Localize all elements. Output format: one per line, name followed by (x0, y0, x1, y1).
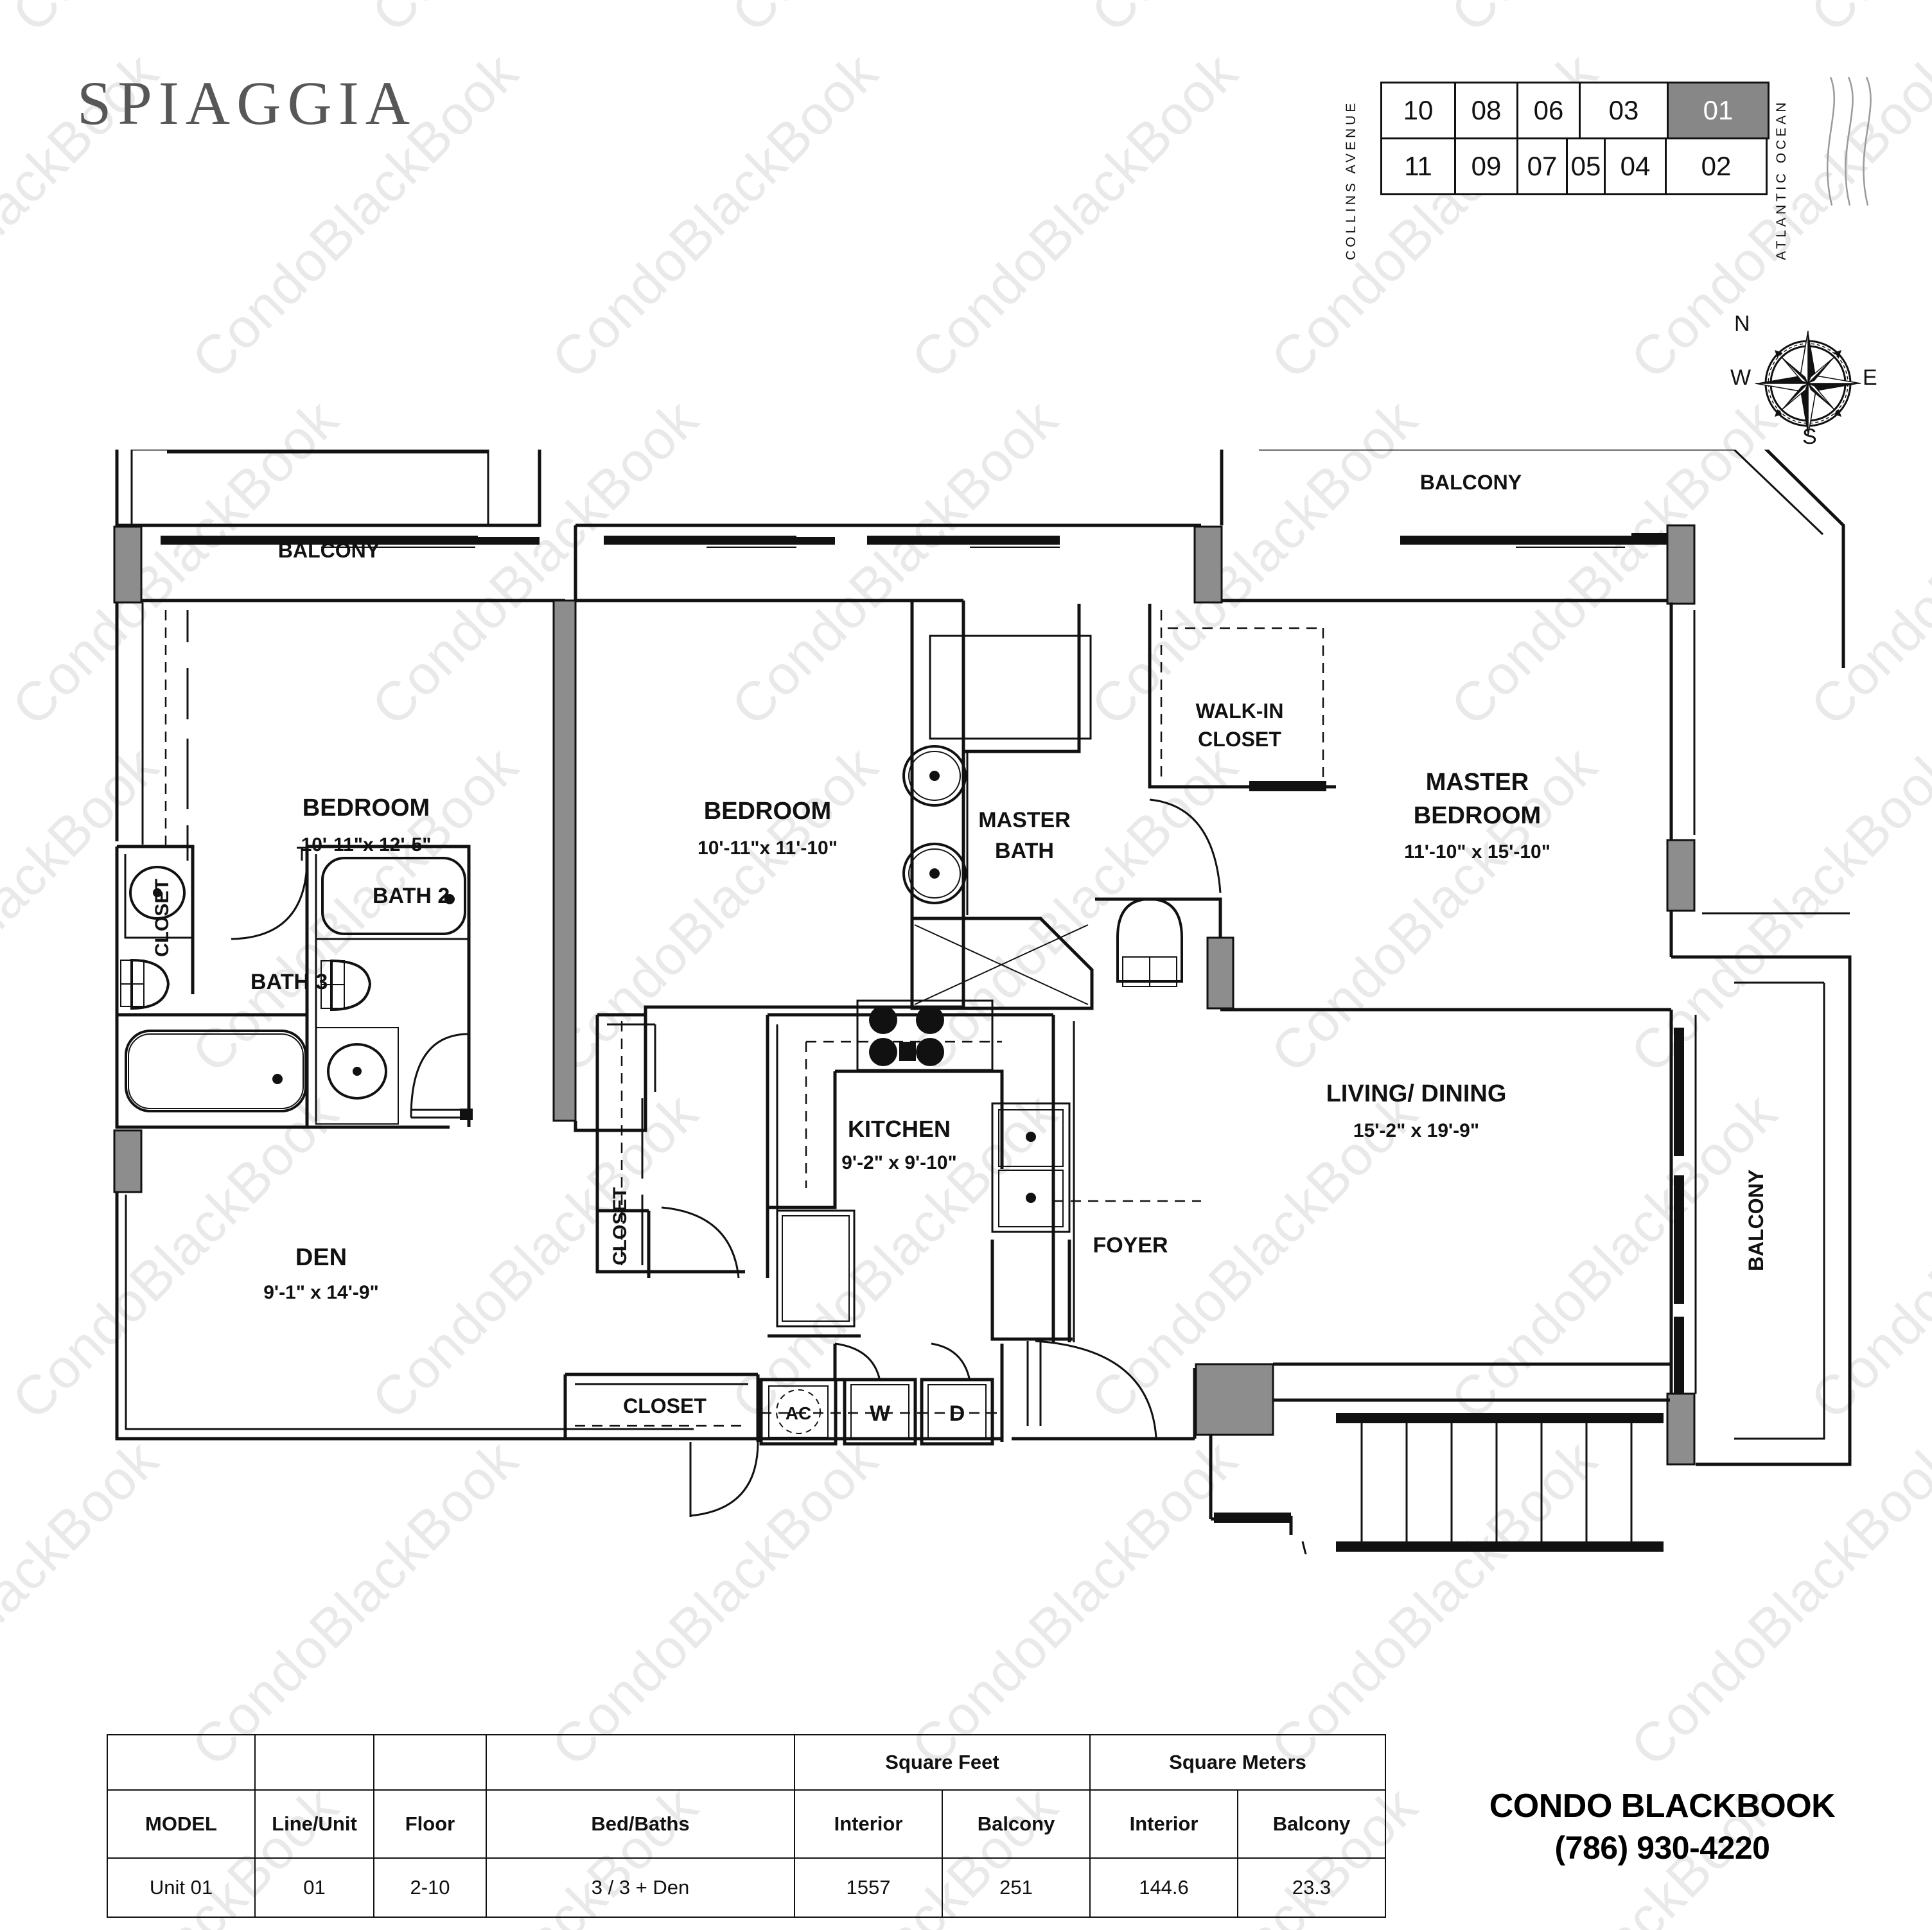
watermark-text: CondoBlackBook (719, 0, 1070, 45)
group-header-square-meters: Square Meters (1089, 1734, 1386, 1791)
label-master-bedroom-line2: BEDROOM (1414, 802, 1541, 829)
cell-sm-interior: 144.6 (1089, 1857, 1238, 1918)
label-walkin-closet-line2: CLOSET (1198, 728, 1281, 751)
table-row: Unit 01 01 2-10 3 / 3 + Den 1557 251 144… (107, 1857, 1386, 1918)
key-label-collins-avenue: COLLINS AVENUE (1344, 100, 1358, 260)
branding-block: CONDO BLACKBOOK (786) 930-4220 (1444, 1787, 1881, 1866)
label-foyer: FOYER (1093, 1233, 1168, 1258)
compass-west-label: W (1730, 365, 1752, 390)
col-header-bed-baths: Bed/Baths (486, 1789, 795, 1859)
label-master-bedroom-line1: MASTER (1426, 769, 1529, 796)
col-header-line-unit: Line/Unit (254, 1789, 374, 1859)
label-living-dining: LIVING/ DINING (1326, 1080, 1507, 1107)
watermark-text: CondoBlackBook (0, 0, 351, 45)
label-living-dining-dims: 15'-2" x 19'-9" (1353, 1120, 1479, 1141)
brand-name-bold: BLACKBOOK (1620, 1787, 1836, 1825)
compass-north-label: N (1734, 311, 1750, 336)
watermark-text: CondoBlackBook (899, 41, 1250, 391)
watermark-text: CondoBlackBook (1798, 0, 1932, 45)
key-unit-11[interactable]: 11 (1380, 137, 1456, 195)
key-unit-01-selected[interactable]: 01 (1667, 82, 1770, 139)
spacer-cell-1 (107, 1734, 256, 1791)
label-balcony-top-right: BALCONY (1420, 471, 1522, 494)
label-den-dims: 9'-1" x 14'-9" (263, 1282, 378, 1303)
cell-sm-balcony: 23.3 (1237, 1857, 1386, 1918)
col-header-sm-interior: Interior (1089, 1789, 1238, 1859)
col-header-floor: Floor (373, 1789, 487, 1859)
cell-floor: 2-10 (373, 1857, 487, 1918)
key-unit-05[interactable]: 05 (1566, 137, 1606, 195)
ocean-waves-icon (1827, 77, 1872, 206)
label-bath-2: BATH 2 (373, 884, 450, 908)
cell-sf-balcony: 251 (942, 1857, 1091, 1918)
key-unit-02[interactable]: 02 (1665, 137, 1768, 195)
unit-spec-table: Square Feet Square Meters MODEL Line/Uni… (107, 1734, 1386, 1918)
floorplan-drawing: .w { fill:none; stroke:#111; stroke-widt… (0, 450, 1932, 1554)
cell-line-unit: 01 (254, 1857, 374, 1918)
key-grid: 10 08 06 03 01 11 09 07 05 04 02 (1380, 82, 1770, 195)
spacer-cell-4 (486, 1734, 795, 1791)
col-header-model: MODEL (107, 1789, 256, 1859)
key-unit-09[interactable]: 09 (1454, 137, 1518, 195)
table-header-row: MODEL Line/Unit Floor Bed/Baths Interior… (107, 1789, 1386, 1859)
label-closet-entry: CLOSET (623, 1394, 707, 1417)
key-unit-07[interactable]: 07 (1516, 137, 1568, 195)
label-kitchen-dims: 9'-2" x 9'-10" (841, 1152, 956, 1173)
spacer-cell-2 (254, 1734, 374, 1791)
compass-star-icon (1755, 330, 1861, 437)
label-closet-hall: CLOSET (610, 1187, 631, 1265)
key-unit-08[interactable]: 08 (1454, 82, 1518, 139)
brand-name: CONDO BLACKBOOK (1444, 1787, 1881, 1825)
key-unit-06[interactable]: 06 (1516, 82, 1581, 139)
cell-model: Unit 01 (107, 1857, 256, 1918)
page-title: SPIAGGIA (77, 69, 417, 137)
label-bedroom-2: BEDROOM (704, 798, 831, 825)
key-label-atlantic-ocean: ATLANTIC OCEAN (1774, 99, 1789, 261)
watermark-text: CondoBlackBook (540, 41, 890, 391)
key-row-bottom: 11 09 07 05 04 02 (1380, 137, 1770, 195)
compass-rose: N S W E (1730, 311, 1882, 453)
compass-east-label: E (1863, 365, 1877, 390)
key-unit-04[interactable]: 04 (1604, 137, 1667, 195)
label-den: DEN (295, 1244, 347, 1271)
label-kitchen: KITCHEN (848, 1116, 951, 1142)
label-master-bedroom-dims: 11'-10" x 15'-10" (1404, 841, 1550, 863)
label-bedroom-2-dims: 10'-11"x 11'-10" (698, 838, 838, 859)
col-header-sf-balcony: Balcony (942, 1789, 1091, 1859)
label-walkin-closet-line1: WALK-IN (1196, 699, 1284, 723)
watermark-text: CondoBlackBook (1079, 0, 1430, 45)
table-group-header-row: Square Feet Square Meters (107, 1734, 1386, 1791)
key-row-top: 10 08 06 03 01 (1380, 82, 1770, 139)
spec-table-wrapper: Square Feet Square Meters MODEL Line/Uni… (107, 1734, 1386, 1918)
brand-phone: (786) 930-4220 (1554, 1830, 1770, 1866)
label-bath-3: BATH 3 (250, 970, 328, 994)
spacer-cell-3 (373, 1734, 487, 1791)
group-header-square-feet: Square Feet (794, 1734, 1091, 1791)
label-master-bath-line1: MASTER (978, 808, 1071, 832)
watermark-text: CondoBlackBook (360, 0, 710, 45)
col-header-sm-balcony: Balcony (1237, 1789, 1386, 1859)
label-balcony-right: BALCONY (1744, 1170, 1768, 1271)
brand-name-light: CONDO (1489, 1787, 1621, 1825)
cell-sf-interior: 1557 (794, 1857, 943, 1918)
key-unit-10[interactable]: 10 (1380, 82, 1456, 139)
compass-south-label: S (1802, 425, 1817, 449)
label-master-bath-line2: BATH (995, 839, 1054, 863)
label-bedroom-1: BEDROOM (303, 794, 430, 821)
key-unit-03[interactable]: 03 (1579, 82, 1669, 139)
watermark-text: CondoBlackBook (1439, 0, 1789, 45)
cell-bed-baths: 3 / 3 + Den (486, 1857, 795, 1918)
col-header-sf-interior: Interior (794, 1789, 943, 1859)
